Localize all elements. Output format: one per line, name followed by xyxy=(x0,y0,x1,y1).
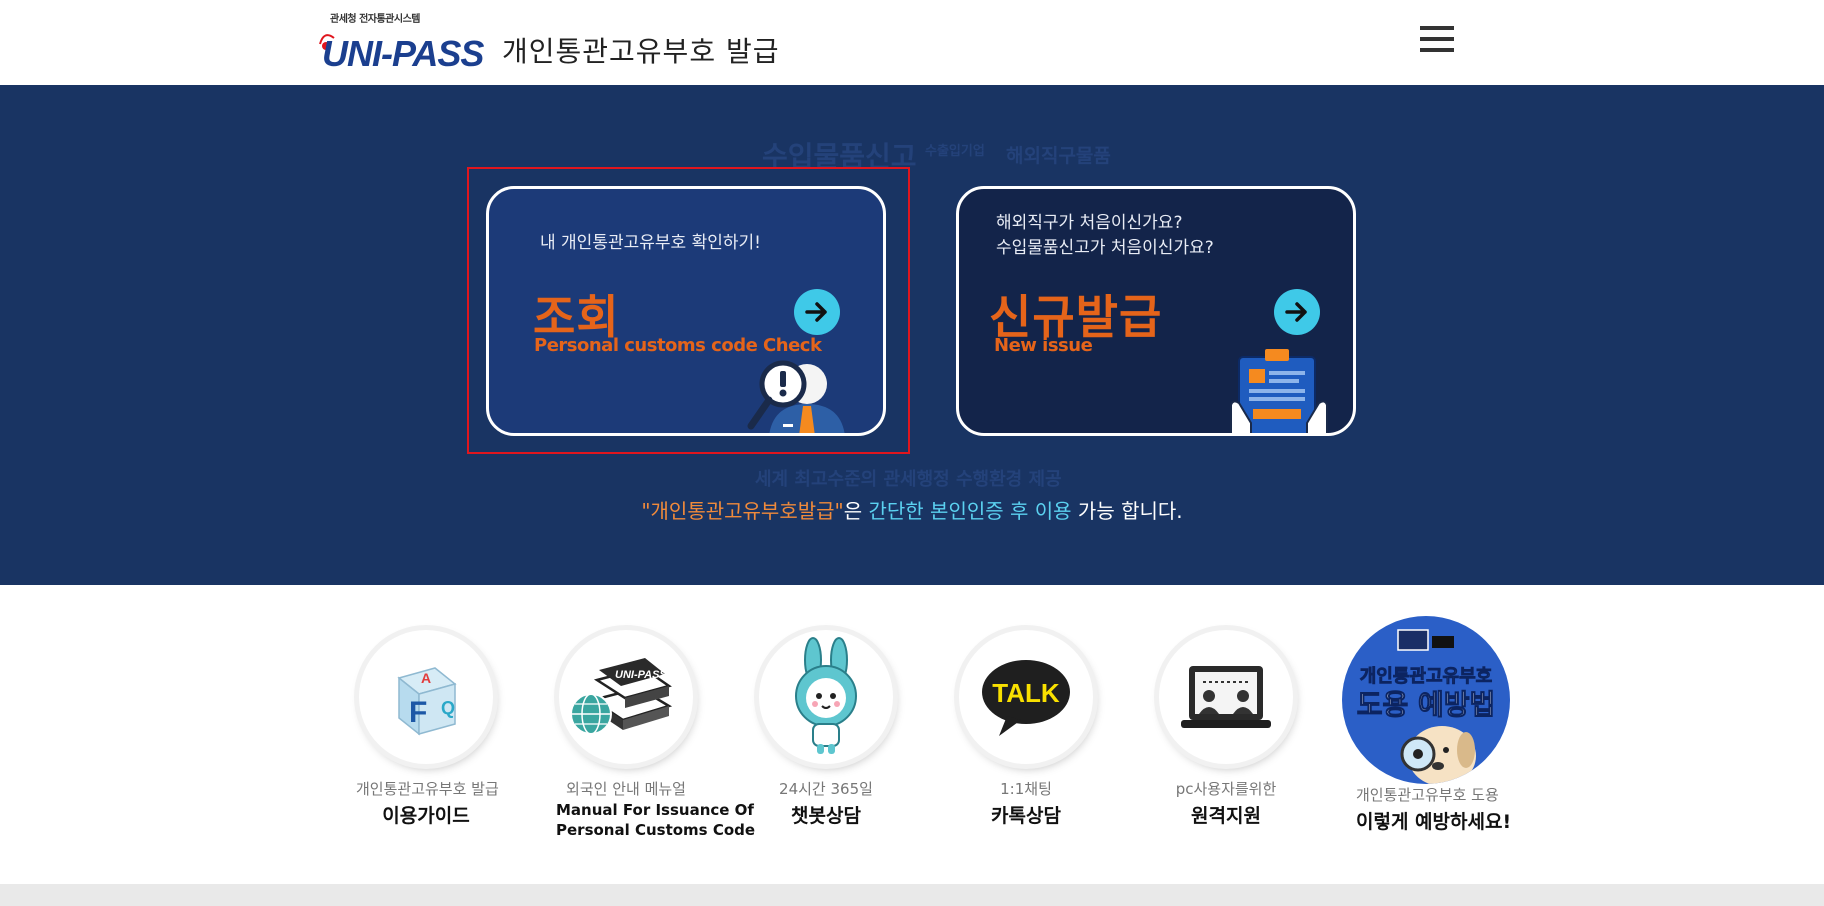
quick-link-chatbot[interactable]: 24시간 365일 챗봇상담 xyxy=(756,630,896,828)
notice-text: 은 xyxy=(843,499,869,523)
globe-books-icon[interactable]: UNI-PASS xyxy=(559,630,693,764)
notice-highlight: 간단한 본인인증 후 이용 xyxy=(868,499,1072,523)
quick-link-caption: 24시간 365일 xyxy=(779,780,873,798)
svg-text:A: A xyxy=(421,670,431,686)
svg-text:Q: Q xyxy=(441,698,455,718)
prevention-banner-line1: 개인통관고유부호 xyxy=(1360,666,1492,687)
uni-pass-logo[interactable]: 관세청 전자통관시스템 UNI-PASS xyxy=(318,10,498,74)
faq-cube-icon[interactable]: F A Q xyxy=(359,630,493,764)
new-issue-arrow-button[interactable] xyxy=(1274,289,1320,335)
magnifier-person-icon xyxy=(747,360,845,433)
remote-support-icon[interactable] xyxy=(1159,630,1293,764)
lookup-card[interactable]: 내 개인통관고유부호 확인하기! 조회 Personal customs cod… xyxy=(486,186,886,436)
quick-link-foreigner-manual[interactable]: UNI-PASS 외국인 안내 메뉴얼 Manual For Issuance … xyxy=(556,630,756,839)
lookup-card-subtitle: 내 개인통관고유부호 확인하기! xyxy=(540,233,761,253)
new-issue-card-english: New issue xyxy=(994,335,1093,356)
arrow-right-icon xyxy=(1285,302,1307,322)
svg-text:F: F xyxy=(409,696,427,729)
new-issue-card-title: 신규발급 xyxy=(989,290,1163,344)
quick-link-remote-support[interactable]: pc사용자를위한 원격지원 xyxy=(1156,630,1296,828)
quick-link-caption: 1:1채팅 xyxy=(1000,780,1052,798)
site-title: 개인통관고유부호 발급 xyxy=(502,35,780,68)
quick-link-title-line1: Manual For Issuance Of xyxy=(556,801,754,819)
clipboard-icon xyxy=(1230,349,1328,433)
quick-link-title: 카톡상담 xyxy=(991,805,1061,827)
selection-highlight xyxy=(467,167,910,454)
background-word: 수출입기업 xyxy=(925,144,985,159)
notice-quoted: "개인통관고유부호발급" xyxy=(641,499,844,523)
notice-text-end: 가능 합니다. xyxy=(1071,499,1183,523)
arrow-right-icon xyxy=(805,302,827,322)
svg-text:UNI-PASS: UNI-PASS xyxy=(615,669,667,681)
new-issue-subtitle-line2: 수입물품신고가 처음이신가요? xyxy=(996,238,1214,258)
quick-link-caption: pc사용자를위한 xyxy=(1175,780,1277,798)
background-word: 세계 최고수준의 관세행정 수행환경 제공 xyxy=(755,469,1062,490)
quick-link-title: 이렇게 예방하세요! xyxy=(1356,811,1512,833)
logo-text: UNI-PASS xyxy=(322,33,484,74)
prevention-banner-icon[interactable]: 개인통관고유부호 도용 예방법 xyxy=(1342,616,1510,784)
quick-link-caption: 외국인 안내 메뉴얼 xyxy=(566,780,686,798)
quick-link-usage-guide[interactable]: F A Q 개인통관고유부호 발급 이용가이드 xyxy=(356,630,499,828)
quick-link-title: 챗봇상담 xyxy=(791,805,861,827)
quick-link-title-line2: Personal Customs Code xyxy=(556,821,756,839)
new-issue-subtitle-line1: 해외직구가 처음이신가요? xyxy=(996,213,1183,233)
lookup-arrow-button[interactable] xyxy=(794,289,840,335)
background-word: 해외직구물품 xyxy=(1006,145,1111,167)
lookup-card-english: Personal customs code Check xyxy=(534,335,822,356)
kakao-talk-icon[interactable]: TALK xyxy=(959,630,1093,764)
quick-link-title: 원격지원 xyxy=(1191,805,1261,827)
prevention-banner-line2: 도용 예방법 xyxy=(1357,688,1496,721)
hamburger-menu-icon[interactable] xyxy=(1420,26,1454,58)
chatbot-rabbit-icon[interactable] xyxy=(759,630,893,764)
footer-strip xyxy=(0,884,1824,906)
kakao-talk-label: TALK xyxy=(992,678,1060,708)
logo-subtitle: 관세청 전자통관시스템 xyxy=(330,14,420,25)
quick-link-title: 이용가이드 xyxy=(382,805,470,827)
lookup-card-title: 조회 xyxy=(533,290,620,344)
hero-notice: "개인통관고유부호발급"은 간단한 본인인증 후 이용 가능 합니다. xyxy=(0,495,1824,524)
quick-link-prevention[interactable]: 개인통관고유부호 도용 예방법 개인통관고유부호 도용 이렇게 예방하세요! xyxy=(1342,616,1512,834)
uni-pass-logo-icon: UNI-PASS xyxy=(319,33,485,74)
new-issue-card[interactable]: 해외직구가 처음이신가요? 수입물품신고가 처음이신가요? 신규발급 New i… xyxy=(956,186,1356,436)
site-header: 관세청 전자통관시스템 UNI-PASS 개인통관고유부호 발급 xyxy=(0,0,1824,85)
hero-section: 수입물품신고 수출입기업 해외직구물품 세계 최고수준의 관세행정 수행환경 제… xyxy=(0,85,1824,585)
quick-link-kakao-talk[interactable]: TALK 1:1채팅 카톡상담 xyxy=(956,630,1096,828)
quick-link-caption: 개인통관고유부호 발급 xyxy=(356,780,499,798)
quick-link-caption: 개인통관고유부호 도용 xyxy=(1356,786,1499,804)
